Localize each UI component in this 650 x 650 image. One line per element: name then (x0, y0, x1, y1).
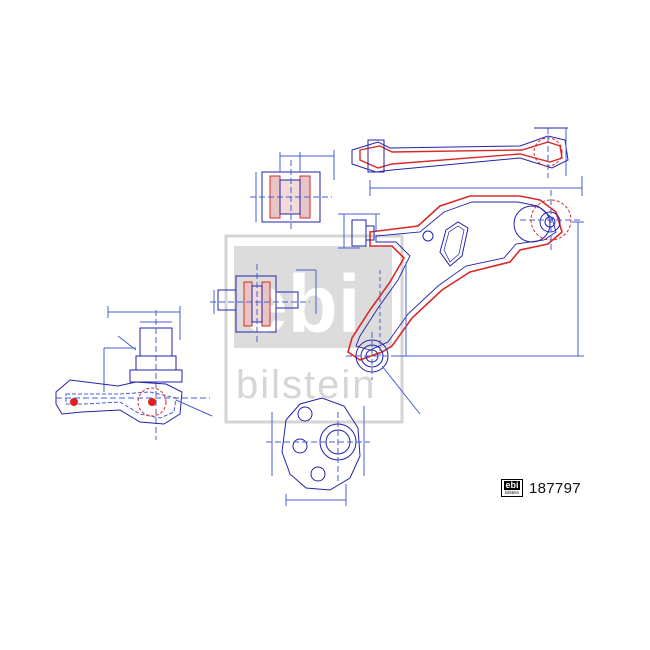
arm-top-view (351, 127, 583, 196)
part-badge: ebi bilstein 187797 (501, 479, 581, 497)
watermark-brand-text: bilstein (236, 363, 377, 407)
brand-logo-icon: ebi bilstein (501, 479, 523, 497)
arm-plan-view (338, 190, 584, 415)
bushing-side-view (210, 264, 317, 344)
badge-logo-mark: ebi (504, 480, 520, 490)
part-number: 187797 (529, 479, 581, 497)
bushing-section-view (250, 150, 335, 232)
ball-joint-side-view (55, 306, 213, 440)
watermark-logo: ebi bilstein (224, 234, 404, 424)
ball-joint-flange-view (266, 397, 370, 506)
badge-brand-text: bilstein (504, 490, 519, 495)
